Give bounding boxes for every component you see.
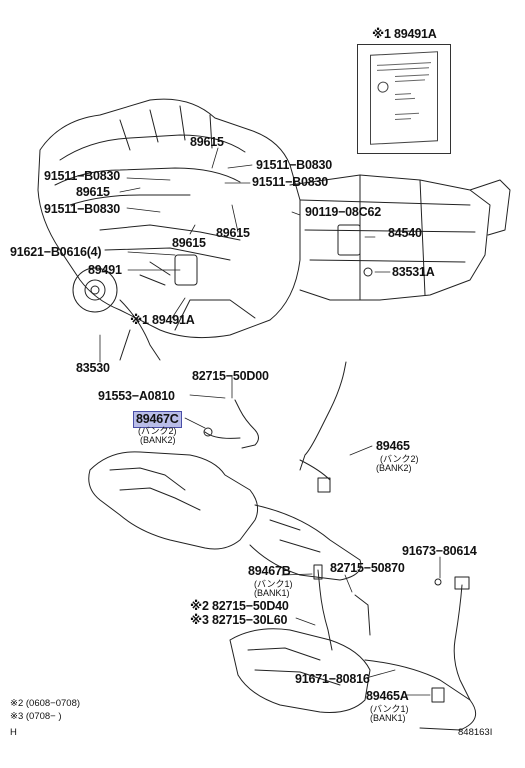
document-sheet-icon [370,51,438,145]
label-82715-50d40[interactable]: ※2 82715−50D40 [190,599,289,613]
label-89615-mid[interactable]: 89615 [172,236,206,250]
label-82715-50870[interactable]: 82715−50870 [330,561,405,575]
sublabel-89465-jp: (バンク2) [380,454,419,464]
sublabel-89465a-en: (BANK1) [370,713,406,723]
sublabel-89465-en: (BANK2) [376,463,412,473]
label-91673-80614[interactable]: 91673−80614 [402,544,477,558]
label-89465a[interactable]: 89465A [366,689,409,703]
sublabel-89467c-en: (BANK2) [140,435,176,445]
label-89615-right[interactable]: 89615 [216,226,250,240]
label-89615-left[interactable]: 89615 [76,185,110,199]
label-91511-b0830-top-right[interactable]: 91511−B0830 [256,158,333,172]
label-91553-a0810[interactable]: 91553−A0810 [98,389,175,403]
corner-mark: H [10,727,17,738]
label-91511-b0830-right2[interactable]: 91511−B0830 [252,175,329,189]
label-89491a-engine[interactable]: ※1 89491A [130,313,195,327]
sublabel-89467b-jp: (バンク1) [254,579,293,589]
label-89467c-highlighted[interactable]: 89467C [133,411,182,428]
sublabel-89467c-jp: (バンク2) [138,426,177,436]
sublabel-89465a-jp: (バンク1) [370,704,409,714]
exhaust-bank1-drawing [229,628,477,731]
transmission-drawing [289,174,511,301]
label-91671-80816[interactable]: 91671−80816 [295,672,370,686]
diagram-id: 848163I [458,727,493,738]
label-90119-08c62[interactable]: 90119−08C62 [305,205,382,219]
label-91621-b0616[interactable]: 91621−B0616(4) [10,245,102,259]
label-89491a-doc[interactable]: ※1 89491A [372,27,437,41]
label-91511-b0830-left2[interactable]: 91511−B0830 [44,202,121,216]
label-82715-30l60[interactable]: ※3 82715−30L60 [190,613,288,627]
label-89615-top[interactable]: 89615 [190,135,224,149]
exhaust-bank2-drawing [88,451,362,581]
label-82715-50d00[interactable]: 82715−50D00 [192,369,269,383]
leader-lines [99,147,441,696]
sensor-wiring [203,361,471,703]
footnote-3: ※3 (0708− ) [10,711,62,722]
label-89467b[interactable]: 89467B [248,564,291,578]
label-89491[interactable]: 89491 [88,263,122,277]
document-illustration [357,44,451,154]
label-91511-b0830-left1[interactable]: 91511−B0830 [44,169,121,183]
document-text-lines [377,62,431,120]
label-84540[interactable]: 84540 [388,226,422,240]
label-83530[interactable]: 83530 [76,361,110,375]
label-83531a[interactable]: 83531A [392,265,435,279]
footnote-2: ※2 (0608−0708) [10,698,81,709]
engine-drawing [37,98,301,361]
sublabel-89467b-en: (BANK1) [254,588,290,598]
label-89465[interactable]: 89465 [376,439,410,453]
